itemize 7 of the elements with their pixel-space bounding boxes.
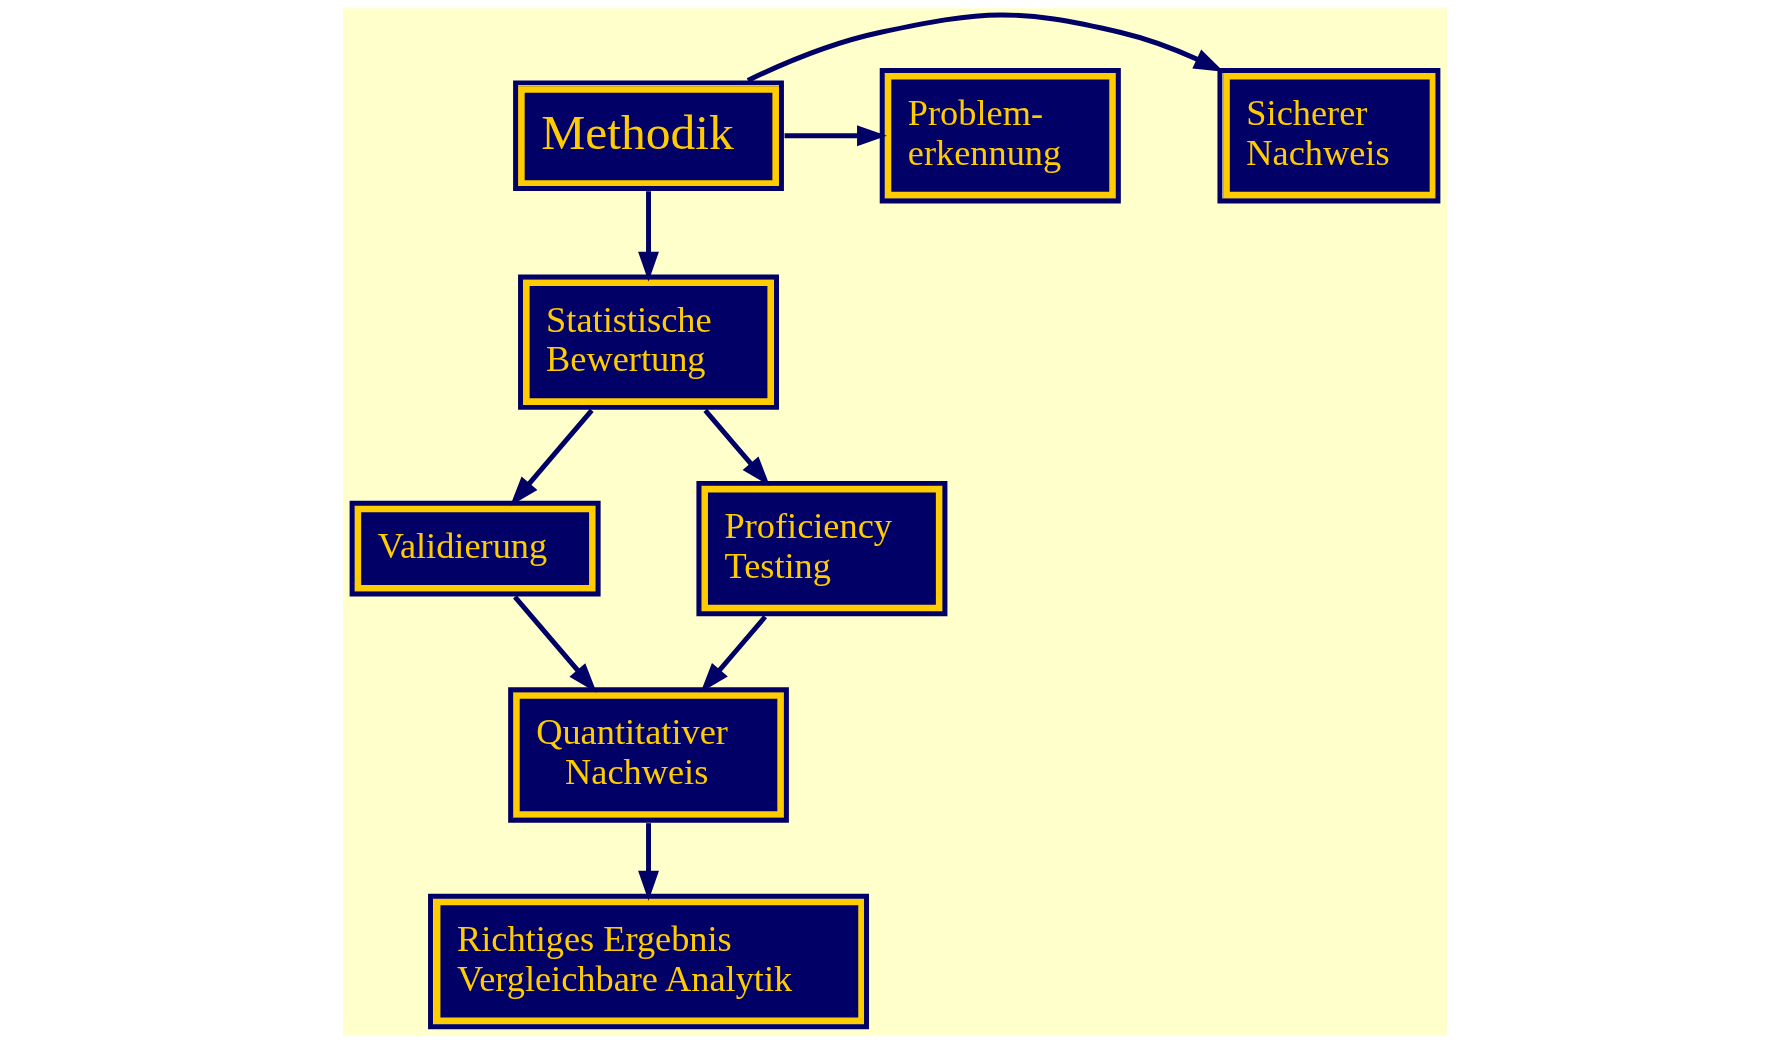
arrow [513,595,597,693]
arrow [703,408,770,486]
arrow [784,125,887,147]
arrow [510,408,594,506]
arrow [700,615,768,693]
arrow [638,191,659,282]
arrow [638,823,659,901]
